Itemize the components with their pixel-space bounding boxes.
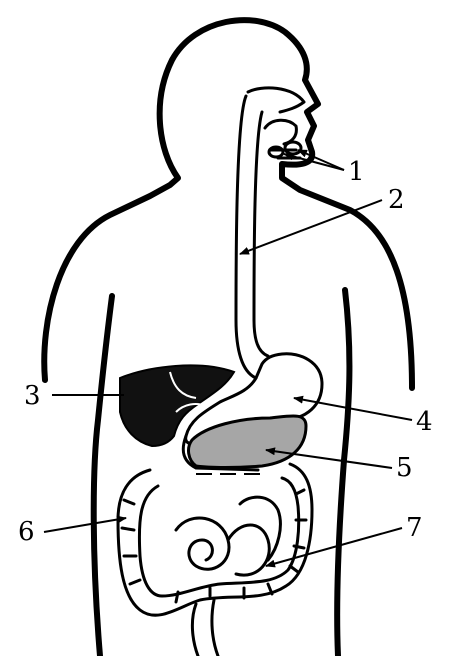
leader-6: [44, 518, 126, 532]
large-intestine: [118, 464, 312, 615]
pancreas: [189, 416, 306, 468]
small-intestine: [176, 497, 280, 575]
callout-4: 4: [416, 407, 433, 437]
callout-2: 2: [388, 185, 405, 215]
rectum: [192, 600, 218, 656]
leader-2: [240, 200, 382, 254]
callout-6: 6: [18, 517, 35, 547]
tongue: [265, 120, 296, 144]
salivary-gland-1: [269, 147, 283, 157]
callout-5: 5: [396, 453, 413, 483]
waist-right: [337, 290, 349, 656]
callout-3: 3: [24, 381, 41, 411]
nasal-cavity: [248, 88, 304, 112]
waist-left: [94, 296, 112, 656]
callout-7: 7: [406, 513, 423, 543]
callout-1: 1: [348, 157, 365, 187]
esophagus: [236, 96, 268, 378]
body-outline: [44, 20, 412, 388]
leader-7: [266, 528, 402, 566]
salivary-gland-2: [285, 142, 301, 154]
